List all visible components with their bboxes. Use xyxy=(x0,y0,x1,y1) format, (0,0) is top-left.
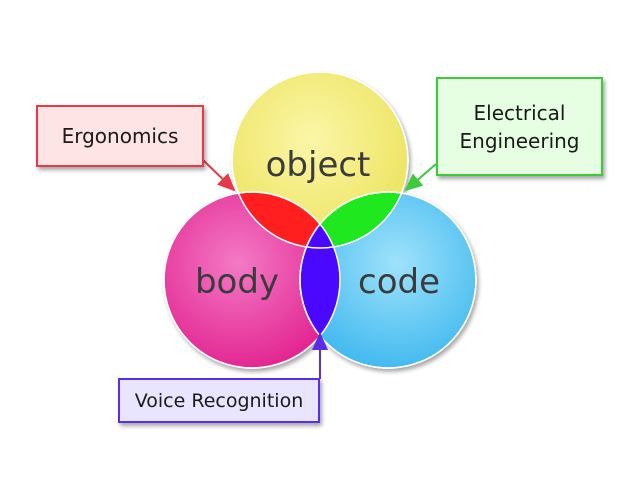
ergonomics-label: Ergonomics xyxy=(61,124,179,148)
voice-recognition-label: Voice Recognition xyxy=(134,389,304,412)
object-label: object xyxy=(266,145,371,185)
electrical-line2: Engineering xyxy=(459,128,580,153)
electrical-line1: Electrical xyxy=(473,100,566,125)
voice-recognition-callout: Voice Recognition xyxy=(118,378,320,423)
electrical-engineering-label: Electrical Engineering xyxy=(460,99,580,155)
electrical-arrow xyxy=(404,163,437,192)
body-label: body xyxy=(195,262,279,302)
object-outline xyxy=(231,71,409,249)
ergonomics-callout: Ergonomics xyxy=(36,105,204,167)
ergonomics-arrow xyxy=(202,159,236,192)
body-outline xyxy=(163,191,341,369)
electrical-engineering-callout: Electrical Engineering xyxy=(436,77,603,176)
code-outline xyxy=(299,191,477,369)
code-label: code xyxy=(358,262,440,302)
